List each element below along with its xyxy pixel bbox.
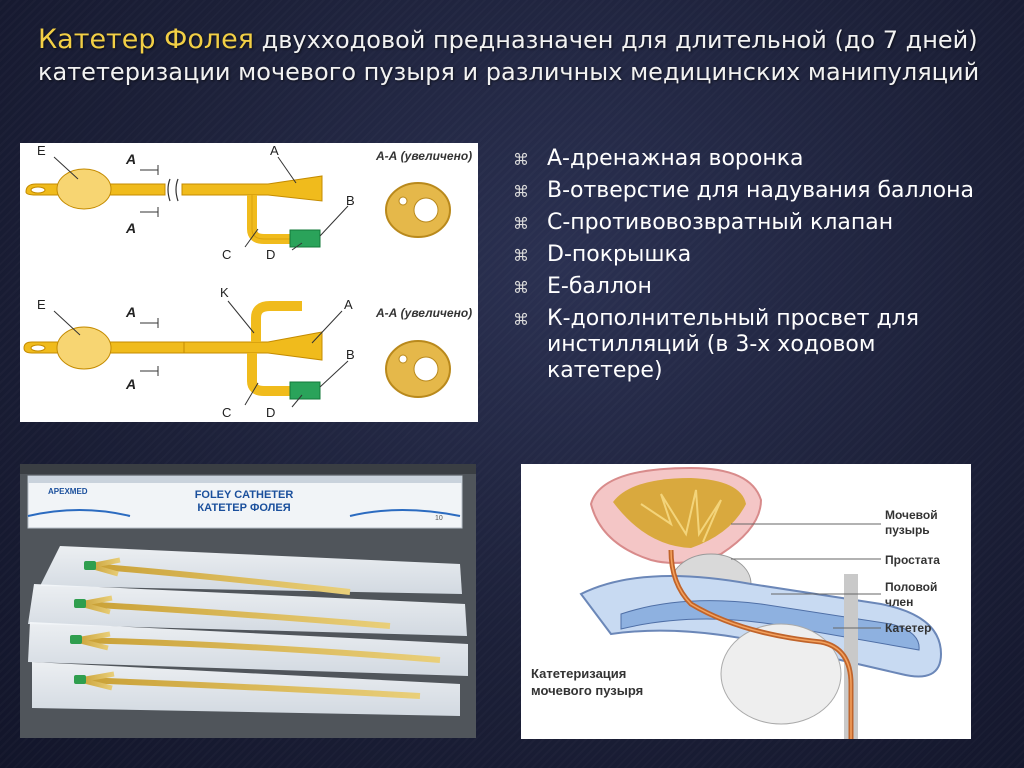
caption-line1: Катетеризация [531,666,626,681]
label-a-arrow-bottom-2: A [125,376,136,392]
cap-top [289,229,321,248]
bullet-icon: ⌘ [513,214,529,233]
label-e-bottom: E [37,297,46,312]
two-way-catheter-drawing: E A A A B C D А-А (увеличено) [25,143,472,262]
legend-item: ⌘ А-дренажная воронка [511,146,981,172]
label-c-top: C [222,247,231,262]
slide-title: Катетер Фолея двухходовой предназначен д… [38,24,998,88]
label-d-top: D [266,247,275,262]
legend-item-text: Е-баллон [547,274,652,299]
label-bladder-line2: пузырь [885,523,930,537]
catheter-diagram: E A A A B C D А-А (увеличено) [20,143,478,422]
label-a-arrow-top-1: A [125,151,136,167]
legend-item-text: К-дополнительный просвет для инстилляций… [547,306,919,383]
bullet-icon: ⌘ [513,246,529,265]
legend-item: ⌘ С-противовозвратный клапан [511,210,981,236]
label-d-bottom: D [266,405,275,420]
product-name-en: FOLEY CATHETER [195,489,294,501]
product-name-ru: КАТЕТЕР ФОЛЕЯ [197,502,290,514]
section-label-top: А-А (увеличено) [375,149,472,163]
label-a-arrow-top-2: A [125,220,136,236]
label-k-bottom: K [220,285,229,300]
label-c-bottom: C [222,405,231,420]
legend-item: ⌘ В-отверстие для надувания баллона [511,178,981,204]
legend-item: ⌘ D-покрышка [511,242,981,268]
legend-item-text: С-противовозвратный клапан [547,210,894,235]
bullet-icon: ⌘ [513,182,529,201]
product-photo: APEXMED FOLEY CATHETER КАТЕТЕР ФОЛЕЯ 10 [20,464,476,738]
label-bladder-line1: Мочевой [885,508,938,522]
balloon-top [56,168,112,210]
label-a-top: A [270,143,279,158]
bullet-icon: ⌘ [513,310,529,329]
bullet-icon: ⌘ [513,278,529,297]
legend-item: ⌘ Е-баллон [511,274,981,300]
anatomy-drawing [579,466,943,739]
legend-item-text: А-дренажная воронка [547,146,804,171]
label-b-top: B [346,193,355,208]
catheter-diagram-svg: E A A A B C D А-А (увеличено) [23,143,472,420]
legend-item: ⌘ К-дополнительный просвет для инстилляци… [511,306,981,384]
label-a-arrow-bottom-1: A [125,304,136,320]
legend-item-text: D-покрышка [547,242,692,267]
label-prostate: Простата [885,553,940,567]
section-label-bottom: А-А (увеличено) [375,306,472,320]
product-box: APEXMED FOLEY CATHETER КАТЕТЕР ФОЛЕЯ 10 [27,475,463,529]
three-way-catheter-drawing: E A A K A B C D А-А (увеличено) [23,285,472,420]
label-b-bottom: B [346,347,355,362]
catheterization-anatomy: Мочевой пузырь Простата Половой член Кат… [521,464,971,739]
title-text: двухходовой предназначен для длительной … [38,26,980,86]
legend-item-text: В-отверстие для надувания баллона [547,178,974,203]
packaged-catheters [28,546,468,716]
cap-bottom [289,381,321,400]
product-count: 10 [435,515,443,522]
label-catheter: Катетер [885,621,931,635]
parts-legend: ⌘ А-дренажная воронка ⌘ В-отверстие для на… [511,146,981,390]
bullet-icon: ⌘ [513,150,529,169]
label-a-bottom: A [344,297,353,312]
label-penis-line2: член [885,595,913,609]
anatomy-svg: Мочевой пузырь Простата Половой член Кат… [531,466,943,739]
brand-name: APEXMED [48,487,88,496]
title-accent: Катетер Фолея [38,24,254,55]
label-penis-line1: Половой [885,580,937,594]
label-e-top: E [37,143,46,158]
caption-line2: мочевого пузыря [531,683,643,698]
balloon-bottom [56,326,112,370]
product-photo-svg: APEXMED FOLEY CATHETER КАТЕТЕР ФОЛЕЯ 10 [20,464,476,738]
